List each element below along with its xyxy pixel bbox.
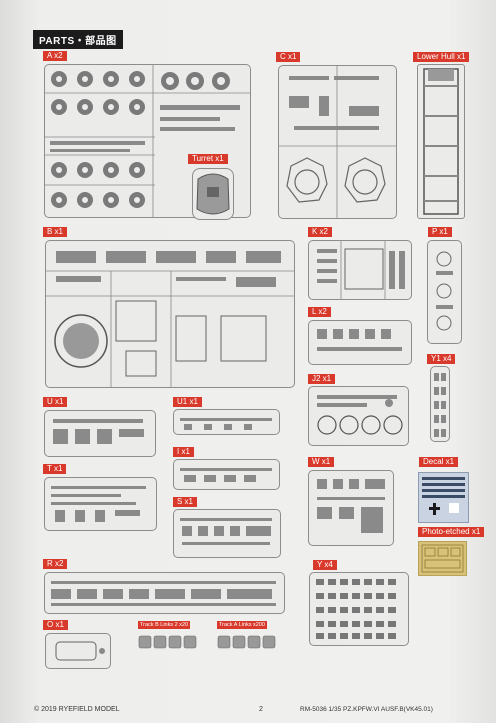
sprue-label-w: W x1 xyxy=(308,457,335,467)
sprue-k xyxy=(308,240,412,300)
photo-etched-fret xyxy=(418,541,467,576)
sprue-a xyxy=(44,64,251,218)
sprue-u xyxy=(44,410,156,457)
sprue-r xyxy=(44,572,285,614)
sprue-label-b: B x1 xyxy=(43,227,68,237)
sprue-label-u1: U1 x1 xyxy=(173,397,202,407)
sprue-y xyxy=(309,572,409,646)
sprue-u-drawing xyxy=(53,419,144,444)
sprue-r-drawing xyxy=(51,581,276,606)
footer-copyright: © 2019 RYEFIELD MODEL xyxy=(34,706,120,713)
sprue-label-o: O x1 xyxy=(43,620,68,630)
turret-drawing xyxy=(196,173,230,215)
track-b-label: Track B Links 2 x20 xyxy=(138,621,191,629)
decal-sheet-drawing xyxy=(422,477,465,515)
sprue-l-drawing xyxy=(317,329,402,351)
sprue-p-drawing xyxy=(436,251,453,331)
sprue-i-drawing xyxy=(180,468,272,482)
sprue-y1-drawing xyxy=(434,373,446,437)
sprue-o xyxy=(45,633,111,669)
sprue-s xyxy=(173,509,281,558)
sprue-label-k: K x2 xyxy=(308,227,333,237)
sprue-o-drawing xyxy=(55,641,105,661)
sprue-label-s: S x1 xyxy=(173,497,198,507)
sprue-label-t: T x1 xyxy=(43,464,67,474)
sprue-label-y: Y x4 xyxy=(313,560,337,570)
sprue-a-drawing xyxy=(45,65,250,217)
sprue-j2 xyxy=(308,386,409,446)
sprue-k-drawing xyxy=(317,241,405,299)
sprue-t xyxy=(44,477,157,531)
sprue-u1-drawing xyxy=(180,418,272,430)
sprue-label-photo-etched: Photo-etched x1 xyxy=(418,527,485,537)
sprue-j2-drawing xyxy=(317,395,403,435)
sprue-c xyxy=(278,65,397,219)
sprue-u1 xyxy=(173,409,280,435)
track-b-links xyxy=(138,635,197,649)
sprue-w-drawing xyxy=(317,479,385,533)
sprue-label-l: L x2 xyxy=(308,307,331,317)
sprue-label-u: U x1 xyxy=(43,397,68,407)
track-a-label: Track A Links x200 xyxy=(217,621,267,629)
photo-etched-drawing xyxy=(421,544,464,573)
turret-part xyxy=(192,168,234,220)
sprue-label-lower-hull: Lower Hull x1 xyxy=(413,52,470,62)
sprue-label-a: A x2 xyxy=(43,51,67,61)
lower-hull-drawing xyxy=(423,68,459,215)
sprue-c-drawing xyxy=(279,66,396,218)
sprue-y1 xyxy=(430,366,450,442)
sprue-s-drawing xyxy=(180,518,272,545)
sprue-w xyxy=(308,470,394,546)
sprue-label-p: P x1 xyxy=(428,227,452,237)
footer-page-number: 2 xyxy=(259,706,263,713)
sprue-i xyxy=(173,459,280,490)
sprue-label-r: R x2 xyxy=(43,559,68,569)
decal-sheet xyxy=(418,472,469,523)
footer-model-info: RM-5036 1/35 PZ.KPFW.VI AUSF.B(VK45.01) xyxy=(300,706,433,713)
sprue-label-i: I x1 xyxy=(173,447,194,457)
sprue-label-decal: Decal x1 xyxy=(419,457,459,467)
sprue-label-turret: Turret x1 xyxy=(188,154,228,164)
sprue-y-drawing xyxy=(316,579,396,639)
sprue-label-y1: Y1 x4 xyxy=(427,354,456,364)
sprue-p xyxy=(427,240,462,344)
page-title: PARTS・部品图 xyxy=(33,30,123,49)
sprue-b xyxy=(45,240,295,388)
sprue-b-drawing xyxy=(46,251,294,387)
sprue-label-c: C x1 xyxy=(276,52,301,62)
track-a-links xyxy=(217,635,276,649)
sprue-t-drawing xyxy=(51,486,146,522)
sprue-label-j2: J2 x1 xyxy=(308,374,336,384)
sprue-l xyxy=(308,320,412,365)
lower-hull-part xyxy=(417,64,465,219)
